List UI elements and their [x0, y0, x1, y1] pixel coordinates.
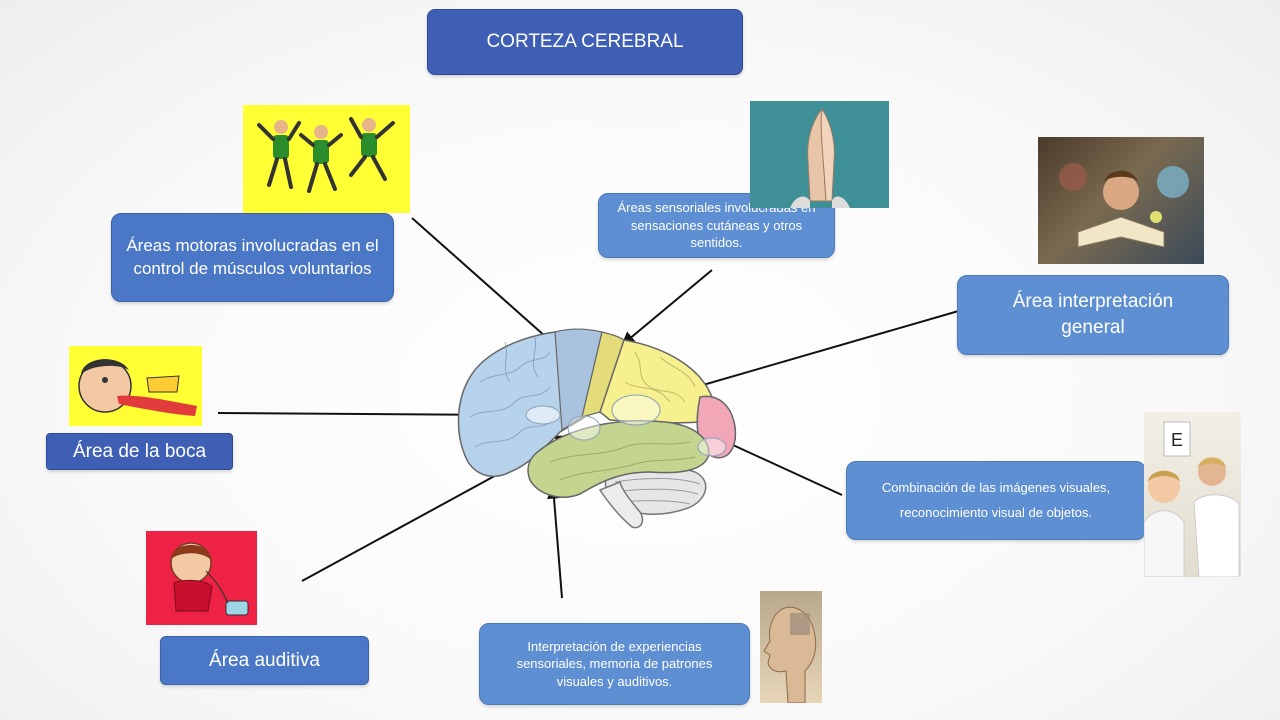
temporal-lobe [527, 419, 710, 498]
praying-hands-picture [750, 101, 889, 208]
brain-illustration [457, 328, 737, 529]
visual-combination-box: Combinación de las imágenes visuales, re… [846, 461, 1146, 540]
reading-fantasy-picture [1038, 137, 1204, 264]
head-profile-picture [760, 591, 822, 703]
highlight-spots [525, 394, 727, 457]
brainstem [598, 480, 644, 529]
page-title: CORTEZA CEREBRAL [486, 31, 684, 53]
tongue-boy-picture [69, 346, 202, 426]
memory-arrow [547, 484, 563, 599]
motor-areas-box: Áreas motoras involucradas en el control… [111, 213, 394, 302]
eye-exam-picture: E [1144, 412, 1241, 577]
svg-text:E: E [1171, 430, 1183, 450]
motor-arrow [411, 217, 557, 346]
visual-arrow [720, 438, 843, 496]
memory-box: Interpretación de experiencias sensorial… [479, 623, 750, 705]
interpretation-area-box: Área interpretación general [957, 275, 1229, 355]
sensory-arrow [620, 269, 713, 346]
listening-girl-picture [146, 531, 257, 625]
mouth-area-box: Área de la boca [46, 433, 233, 470]
auditory-area-box: Área auditiva [160, 636, 369, 685]
sensory-areas-box: Áreas sensoriales involucradas en sensac… [598, 193, 835, 258]
interpretation-arrow [656, 309, 963, 402]
dancing-kids-picture [243, 105, 410, 213]
title-box: CORTEZA CEREBRAL [427, 9, 743, 75]
